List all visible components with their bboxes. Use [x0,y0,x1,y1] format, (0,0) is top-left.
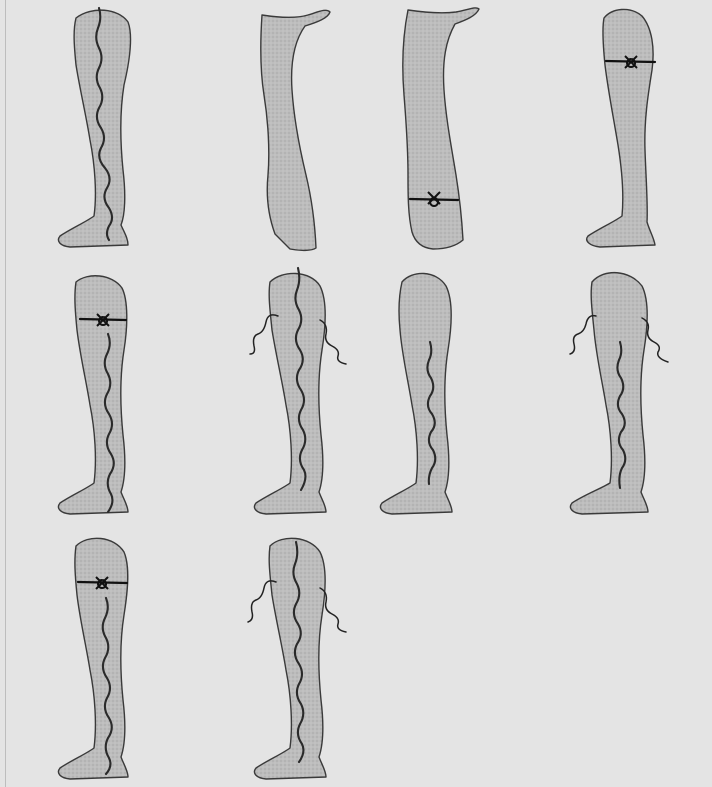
leg-outline [570,273,648,514]
leg-outline [254,273,326,514]
leg-panel-1 [58,8,130,247]
leg-panel-6 [250,268,346,514]
leg-outline [403,8,479,249]
left-branch [570,316,596,354]
leg-outline [587,9,655,247]
leg-outline [58,10,130,247]
leg-panel-8 [570,273,668,514]
leg-panel-5 [58,276,128,514]
leg-panel-9 [58,538,128,779]
leg-outline [261,10,330,250]
leg-panel-7 [380,273,452,514]
leg-outline [380,273,452,514]
leg-outline [58,538,128,779]
leg-panel-3 [403,8,479,249]
leg-outline [254,538,326,779]
leg-outline [58,276,128,514]
leg-panel-2 [261,10,330,250]
leg-panel-4 [587,9,655,247]
leg-panel-10 [248,538,346,779]
